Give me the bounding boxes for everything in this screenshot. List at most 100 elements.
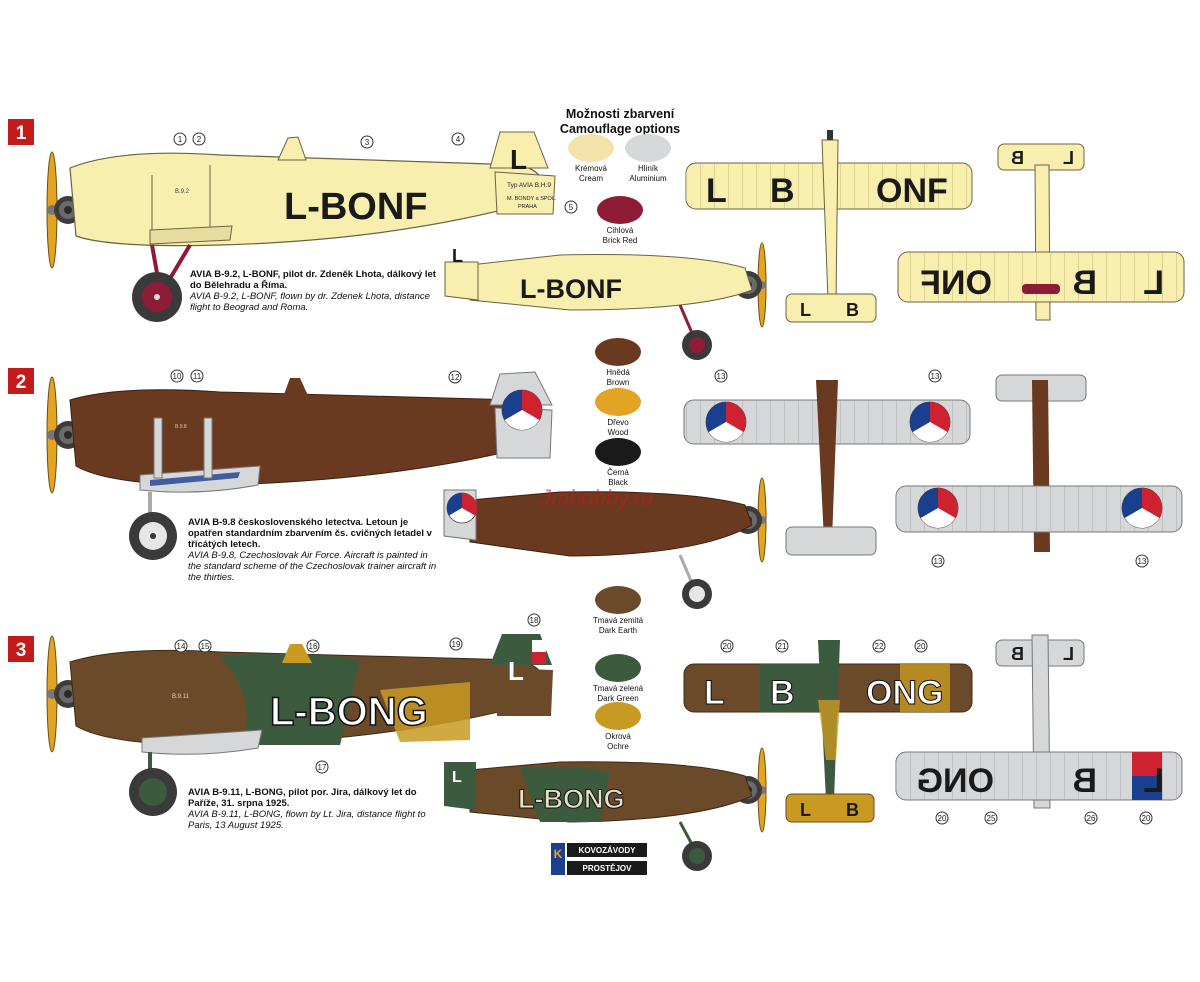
scheme-2-caption: AVIA B-9.8 československého letectva. Le… [188, 517, 438, 583]
scheme-2-side-view-small [443, 477, 767, 609]
scheme-1-caption: AVIA B-9.2, L-BONF, pilot dr. Zdeněk Lho… [190, 269, 440, 313]
swatch-wood [595, 388, 641, 416]
scheme-1-bottom-tail-mark-2: B [1011, 148, 1024, 168]
svg-text:2: 2 [197, 135, 202, 144]
svg-text:14: 14 [177, 642, 186, 651]
swatch-label-en: Brick Red [602, 235, 638, 245]
swatch-label-cz: Tmavá zemitá [592, 616, 644, 625]
scheme-1-side-view: B.9.2 L-BONF L Typ AVIA B.H.9 M. BONDY a… [46, 131, 578, 322]
scheme-3-tailplane-mark-2: B [846, 800, 859, 820]
scheme-1-side-view-small: L L-BONF [444, 242, 767, 360]
scheme-3-tailplane-mark-1: L [800, 800, 811, 820]
scheme-3-badge [8, 636, 34, 662]
scheme-1-badge [8, 119, 34, 145]
swatch-label-cz: Černá [607, 468, 629, 477]
svg-text:22: 22 [875, 642, 884, 651]
scheme-2-caption-cz-text: AVIA B-9.8 československého letectva. Le… [188, 517, 432, 550]
scheme-1-registration-small: L-BONF [520, 274, 622, 304]
scheme-1-fuselage-code: B.9.2 [175, 189, 190, 195]
svg-text:25: 25 [987, 814, 996, 823]
scheme-3-bottom-tail-mark-1: L [1063, 644, 1074, 664]
scheme-3-tail-letter-small: L [452, 769, 462, 786]
scheme-2: 2 B.9.8 10 11 12 [8, 368, 1183, 609]
svg-text:20: 20 [938, 814, 947, 823]
svg-text:17: 17 [318, 763, 327, 772]
scheme-1-bottom-tail-mark-1: L [1063, 148, 1074, 168]
svg-text:20: 20 [723, 642, 732, 651]
swatch-label-cz: Okrová [605, 732, 631, 741]
swatch-ochre [595, 702, 641, 730]
svg-text:13: 13 [934, 557, 943, 566]
svg-text:20: 20 [1142, 814, 1151, 823]
scheme-1: 1 B.9.2 L-BONF L Typ AVIA B.H.9 M. BONDY… [8, 119, 1185, 360]
scheme-1-tail-text-3: PRAHA [518, 204, 537, 210]
swatch-label-en: Black [608, 477, 628, 487]
swatch-label-en: Aluminium [629, 173, 667, 183]
scheme-1-top-wing-mark-1: L [706, 172, 727, 210]
scheme-3-registration-small: L-BONG [518, 784, 624, 814]
legend-title-cz: Možnosti zbarvení [565, 107, 675, 121]
scheme-1-tailplane-mark-2: B [846, 300, 859, 320]
scheme-1-tail-text-1: Typ AVIA B.H.9 [507, 182, 551, 189]
scheme-1-bottom-wing-mark-3: ONF [920, 264, 992, 302]
scheme-1-top-view: L B ONF L B [685, 130, 973, 323]
scheme-1-bottom-view: L B ONF L B [897, 143, 1185, 321]
scheme-1-bottom-wing-mark-2: B [1072, 264, 1097, 302]
scheme-1-tail-text-2: M. BONDY a SPOL. [507, 196, 557, 202]
swatch-label-cz: Dřevo [607, 418, 629, 427]
scheme-1-top-wing-mark-2: B [770, 172, 795, 210]
swatch-label-en: Wood [607, 427, 629, 437]
svg-text:20: 20 [917, 642, 926, 651]
scheme-2-side-view: B.9.8 10 11 12 [46, 369, 553, 560]
swatch-label-en: Cream [578, 173, 603, 183]
scheme-3: 3 L B.9.11 L-BONG 14 15 16 17 1 [8, 613, 1183, 871]
logo-letter: K [554, 847, 563, 861]
swatch-black [595, 438, 641, 466]
scheme-3-bottom-wing-mark-2: B [1072, 762, 1097, 800]
svg-text:1: 1 [178, 135, 183, 144]
scheme-3-bottom-view: L B ONG L B 20 25 26 20 [895, 634, 1183, 825]
scheme-1-tail-letter: L [510, 144, 527, 175]
svg-text:13: 13 [1138, 557, 1147, 566]
swatch-label-cz: Krémová [574, 164, 607, 173]
svg-text:10: 10 [173, 372, 182, 381]
scheme-2-badge [8, 368, 34, 394]
scheme-2-caption-en-text: AVIA B-9.8, Czechoslovak Air Force. Airc… [188, 550, 437, 583]
svg-text:5: 5 [569, 203, 574, 212]
swatch-dark-green [595, 654, 641, 682]
swatch-label-cz: Hliník [637, 164, 658, 173]
swatch-label-en: Ochre [607, 741, 629, 751]
scheme-3-top-wing-mark-1: L [704, 674, 725, 712]
svg-text:26: 26 [1087, 814, 1096, 823]
svg-text:13: 13 [931, 372, 940, 381]
scheme-3-caption-en-text: AVIA B-9.11, L-BONG, flown by Lt. Jira, … [188, 809, 426, 831]
scheme-3-top-view: L B ONG L B 20 21 22 20 [683, 639, 973, 823]
scheme-3-registration-side: L-BONG [270, 690, 428, 734]
scheme-1-caption-cz-text: AVIA B-9.2, L-BONF, pilot dr. Zdeněk Lho… [190, 269, 436, 291]
scheme-3-fuselage-code: B.9.11 [172, 694, 190, 700]
svg-text:3: 3 [365, 138, 370, 147]
swatch-brick-red [597, 196, 643, 224]
kovozavody-logo: K KOVOZÁVODY PROSTĚJOV [551, 843, 647, 875]
legend-title: Možnosti zbarvení Camouflage options [540, 107, 700, 137]
swatch-label-en: Brown [606, 377, 630, 387]
scheme-2-top-view: 13 13 [683, 369, 971, 556]
svg-text:11: 11 [193, 372, 202, 381]
svg-text:18: 18 [530, 616, 539, 625]
swatch-label-cz: Cihlová [606, 226, 634, 235]
swatch-label-en: Dark Earth [598, 625, 638, 635]
scheme-2-fuselage-code: B.9.8 [175, 424, 187, 430]
scheme-1-tail-letter-small: L [452, 246, 463, 266]
svg-text:15: 15 [201, 642, 210, 651]
scheme-3-bottom-tail-mark-2: B [1011, 644, 1024, 664]
svg-text:19: 19 [452, 640, 461, 649]
